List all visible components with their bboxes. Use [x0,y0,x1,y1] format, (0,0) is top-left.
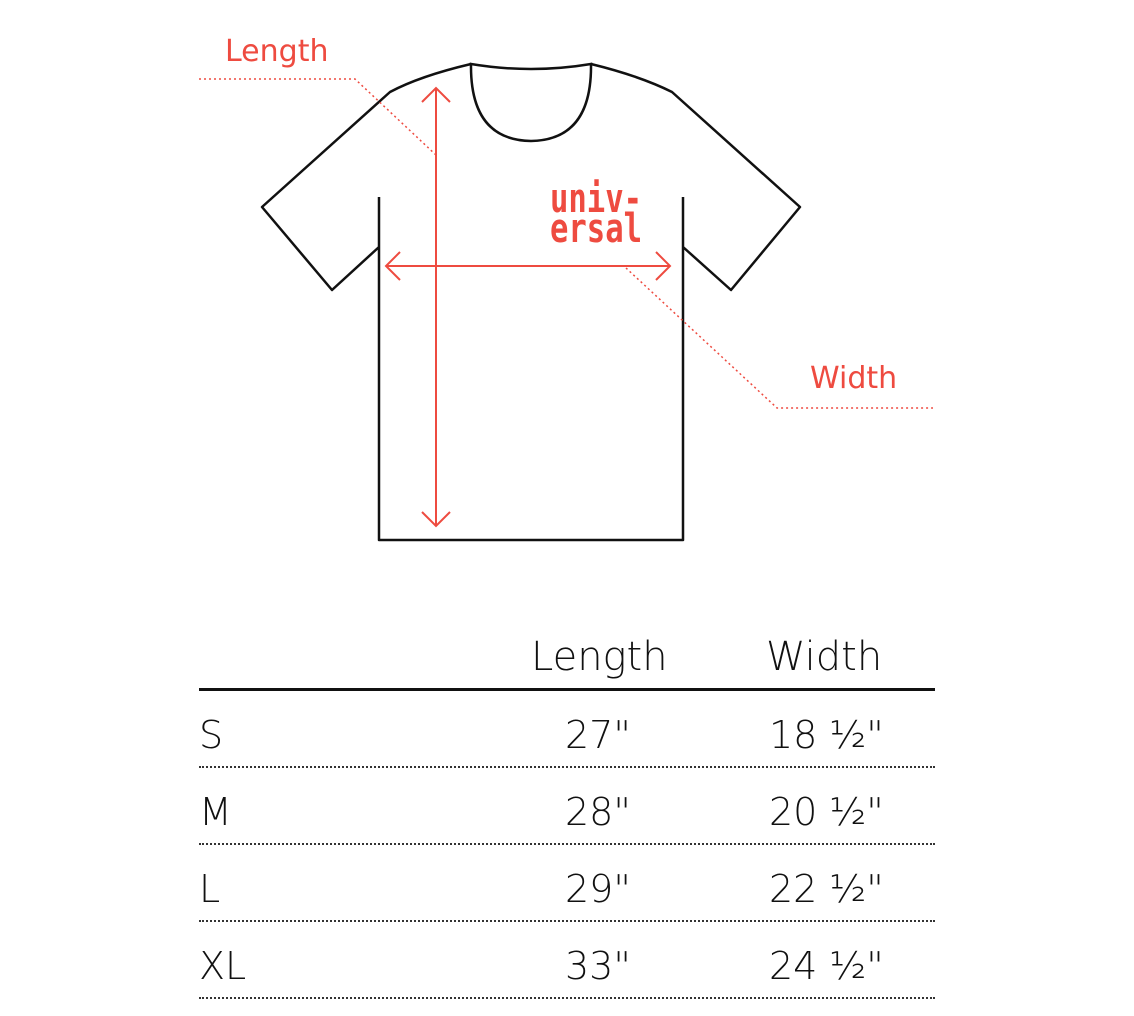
table-row: L 29" 22 ½" [199,845,935,922]
header-length: Length [531,634,668,680]
table-header: Length Width [199,630,935,691]
size-cell: L [199,867,221,911]
length-cell: 28" [565,790,631,834]
tshirt-outline [260,62,802,542]
tshirt-diagram: univ- ersal [199,62,933,542]
length-cell: 27" [565,713,631,757]
width-callout-label: Width [810,361,898,396]
length-callout-label: Length [225,34,329,69]
width-arrow [384,251,672,281]
header-width: Width [766,634,883,680]
table-row: XL 33" 24 ½" [199,922,935,999]
size-cell: M [199,790,232,834]
width-leader-line [625,267,933,409]
logo-line-1: univ- [550,176,642,222]
tshirt-collar [469,62,593,143]
width-cell: 22 ½" [769,867,884,911]
length-leader-line [199,78,437,156]
table-row: S 27" 18 ½" [199,691,935,768]
length-cell: 29" [565,867,631,911]
logo-line-2: ersal [550,206,642,252]
width-cell: 18 ½" [769,713,884,757]
size-cell: S [199,713,224,757]
table-row: M 28" 20 ½" [199,768,935,845]
width-cell: 20 ½" [769,790,884,834]
length-cell: 33" [565,944,631,988]
universal-logo: univ- ersal [550,176,642,252]
width-cell: 24 ½" [769,944,884,988]
length-arrow [421,86,451,528]
size-cell: XL [199,944,247,988]
size-chart-table: Length Width S 27" 18 ½" M 28" 20 ½" L 2… [199,630,935,999]
